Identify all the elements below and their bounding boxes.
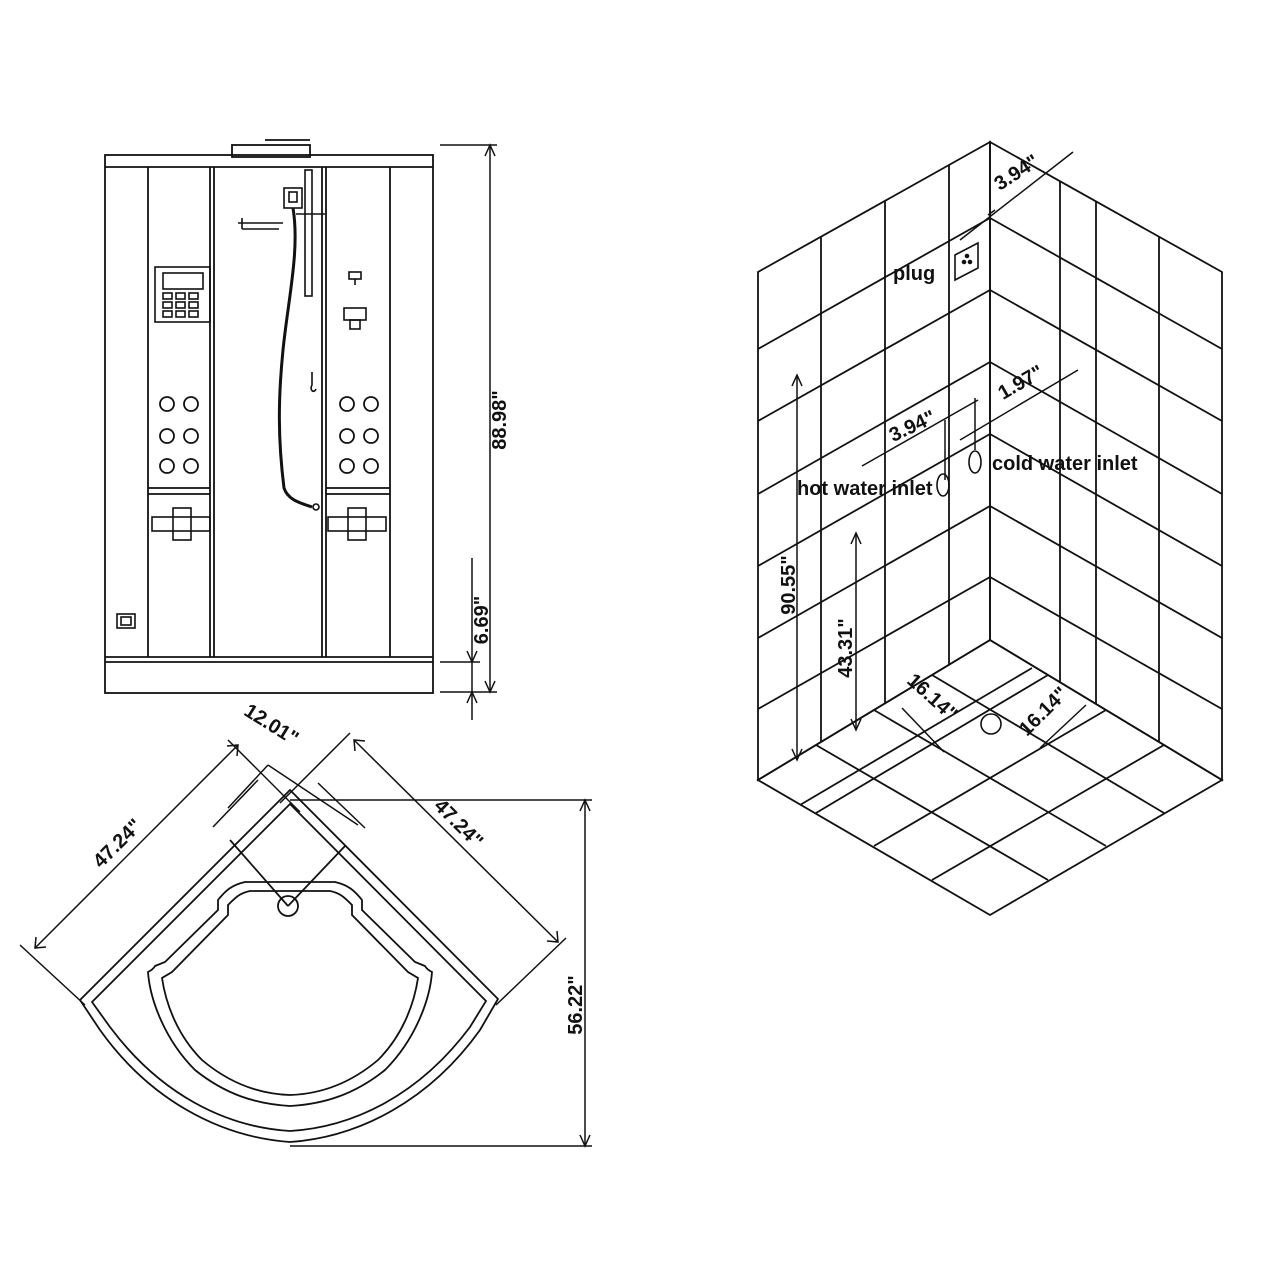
front-dimension-lines [440,143,497,720]
plan-view [78,788,500,1143]
base-height-dim: 6.69" [471,596,493,644]
inlet-spacing-dim: 3.94" [886,406,939,446]
corner-offset-dim: 12.01" [240,700,302,750]
inlet-offset-dim: 1.97" [995,361,1048,404]
room-walls [756,140,1224,917]
body-jets [159,396,379,474]
plan-dimension-lines [19,732,592,1148]
left-side-dim: 47.24" [89,815,147,873]
depth-dim: 56.22" [565,975,587,1035]
front-elevation [104,139,434,694]
hot-water-inlet-label: hot water inlet [797,478,933,500]
door-handles [116,507,387,629]
control-panel [154,266,211,323]
drain-right-dim: 16.14" [1015,683,1073,741]
room-dimension-lines [791,151,1087,762]
room-fixtures [936,241,1002,735]
front-height-dim: 88.98" [489,390,511,450]
plug-height-dim: 90.55" [778,555,800,615]
plug-label: plug [893,263,935,285]
cold-water-inlet-label: cold water inlet [992,453,1138,475]
shower-fixtures [238,169,367,511]
inlet-height-dim: 43.31" [835,618,857,678]
